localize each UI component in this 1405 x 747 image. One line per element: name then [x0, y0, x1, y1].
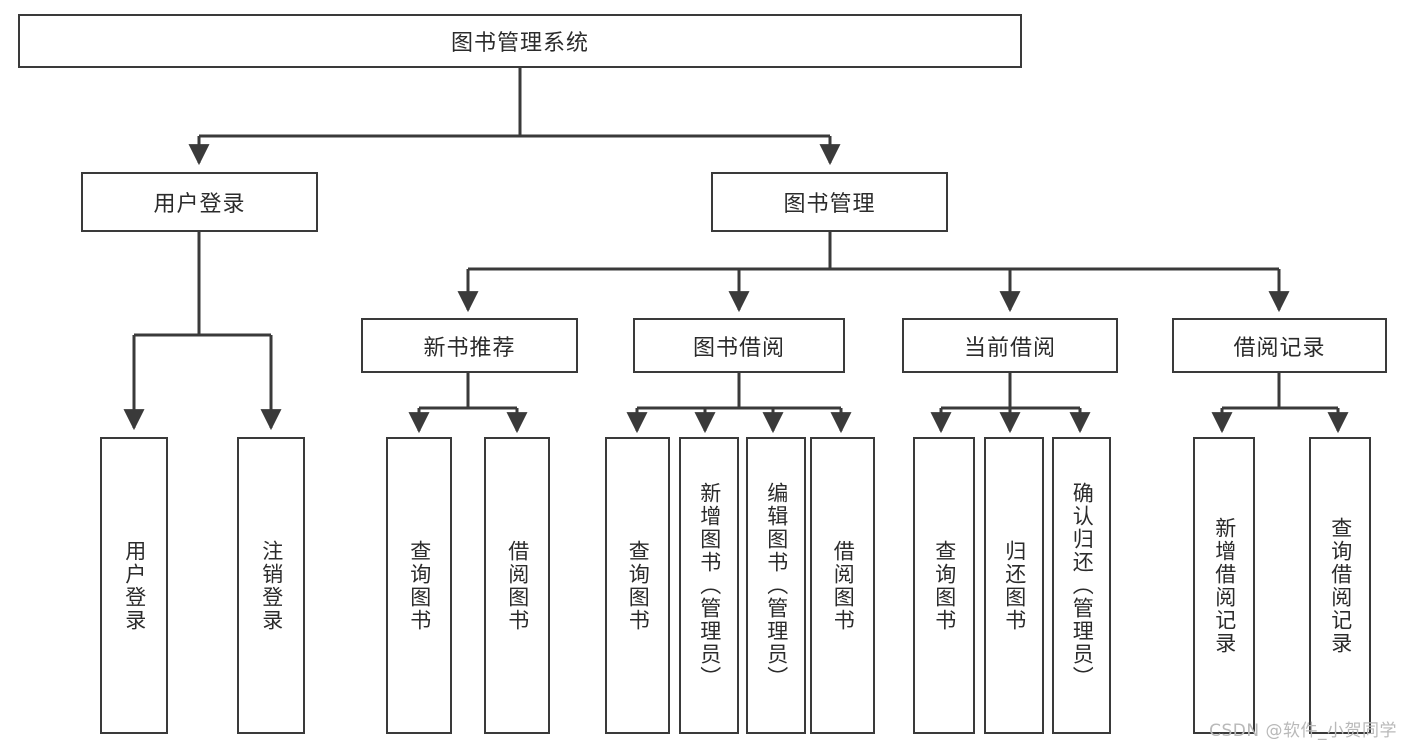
node-user-login-label: 用户登录	[153, 192, 246, 217]
node-leaf-borrow-book-1-label: 借阅图书	[505, 539, 530, 632]
node-leaf-return-book-label: 归还图书	[1002, 539, 1027, 632]
node-leaf-edit-book[interactable]: 编辑图书（管理员）	[746, 437, 806, 734]
node-leaf-user-logout-label: 注销登录	[259, 539, 284, 632]
node-root-label: 图书管理系统	[450, 31, 589, 56]
node-new-book-rec-label: 新书推荐	[423, 335, 516, 361]
node-leaf-add-record-label: 新增借阅记录	[1212, 516, 1237, 655]
node-leaf-confirm-return[interactable]: 确认归还（管理员）	[1052, 437, 1111, 734]
node-leaf-add-book-label: 新增图书（管理员）	[697, 482, 722, 689]
node-leaf-query-book-3-label: 查询图书	[932, 539, 957, 632]
node-leaf-borrow-book-2-label: 借阅图书	[831, 539, 856, 632]
node-leaf-query-book-2[interactable]: 查询图书	[605, 437, 670, 734]
node-book-manage-label: 图书管理	[783, 192, 876, 217]
node-leaf-add-book[interactable]: 新增图书（管理员）	[679, 437, 739, 734]
csdn-watermark: CSDN @软件_小贺同学	[1209, 721, 1397, 741]
node-borrow-record-label: 借阅记录	[1233, 335, 1326, 361]
node-user-login[interactable]: 用户登录	[81, 172, 318, 232]
node-leaf-borrow-book-2[interactable]: 借阅图书	[810, 437, 875, 734]
node-leaf-confirm-return-label: 确认归还（管理员）	[1070, 482, 1095, 689]
node-leaf-return-book[interactable]: 归还图书	[984, 437, 1044, 734]
node-leaf-query-record[interactable]: 查询借阅记录	[1309, 437, 1371, 734]
node-leaf-borrow-book-1[interactable]: 借阅图书	[484, 437, 550, 734]
node-leaf-query-book-1[interactable]: 查询图书	[386, 437, 452, 734]
node-leaf-user-login[interactable]: 用户登录	[100, 437, 168, 734]
node-current-borrow-label: 当前借阅	[963, 335, 1056, 361]
node-root[interactable]: 图书管理系统	[18, 14, 1022, 68]
node-leaf-edit-book-label: 编辑图书（管理员）	[764, 482, 789, 689]
node-leaf-user-logout[interactable]: 注销登录	[237, 437, 305, 734]
node-leaf-query-book-1-label: 查询图书	[407, 539, 432, 632]
node-book-borrow[interactable]: 图书借阅	[633, 318, 845, 373]
node-borrow-record[interactable]: 借阅记录	[1172, 318, 1387, 373]
node-book-manage[interactable]: 图书管理	[711, 172, 948, 232]
node-current-borrow[interactable]: 当前借阅	[902, 318, 1118, 373]
node-leaf-user-login-label: 用户登录	[122, 539, 147, 632]
node-book-borrow-label: 图书借阅	[692, 335, 785, 361]
node-new-book-rec[interactable]: 新书推荐	[361, 318, 578, 373]
node-leaf-query-book-3[interactable]: 查询图书	[913, 437, 975, 734]
node-leaf-query-record-label: 查询借阅记录	[1328, 516, 1353, 655]
node-leaf-add-record[interactable]: 新增借阅记录	[1193, 437, 1255, 734]
node-leaf-query-book-2-label: 查询图书	[626, 539, 651, 632]
